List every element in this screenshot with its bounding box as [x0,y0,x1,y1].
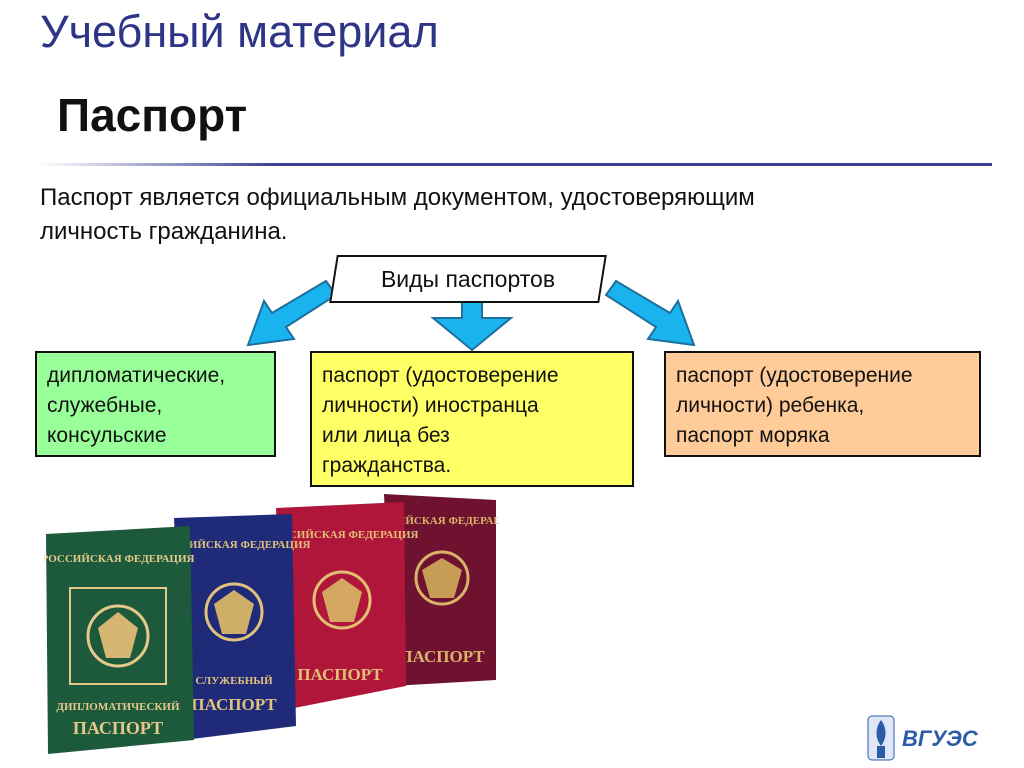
passport-label: ПАСПОРТ [73,718,163,738]
passport-green: РОССИЙСКАЯ ФЕДЕРАЦИЯ ДИПЛОМАТИЧЕСКИЙ ПАС… [44,526,195,754]
category-line: личности) ребенка, [676,394,865,417]
passport-red: РОССИЙСКАЯ ФЕДЕРАЦИЯ ПАСПОРТ [266,502,419,710]
category-diplomatic: дипломатические, служебные, консульские [35,351,276,457]
slide-title: Паспорт [57,89,248,141]
category-line: дипломатические, [47,364,226,387]
intro-line: Паспорт является официальным документом,… [40,184,755,211]
category-child-seaman: паспорт (удостоверение личности) ребенка… [664,351,981,457]
svg-text:ВГУЭС: ВГУЭС [902,726,979,751]
header-title: Учебный материал [40,6,439,57]
passports-image: РОССИЙСКАЯ ФЕДЕРАЦИЯ ПАСПОРТ РОССИЙСКАЯ … [44,494,499,754]
category-line: паспорт моряка [676,424,830,447]
passport-kind: СЛУЖЕБНЫЙ [195,675,273,687]
arrow-right-icon [604,279,696,347]
passport-kind: ДИПЛОМАТИЧЕСКИЙ [56,701,180,713]
category-foreigner: паспорт (удостоверение личности) иностра… [310,351,634,487]
category-line: консульские [47,424,167,447]
category-line: или лица без [322,424,450,447]
intro-text: Паспорт является официальным документом,… [40,181,940,249]
category-line: паспорт (удостоверение [322,364,559,387]
passport-country: РОССИЙСКАЯ ФЕДЕРАЦИЯ [266,529,419,541]
arrow-left-icon [246,279,338,347]
types-label: Виды паспортов [380,266,556,292]
vgues-logo: ВГУЭС [867,715,979,761]
category-line: гражданства. [322,454,452,477]
arrow-down-icon [430,301,514,352]
title-divider [40,163,992,166]
category-line: личности) иностранца [322,394,539,417]
passport-blue: РОССИЙСКАЯ ФЕДЕРАЦИЯ СЛУЖЕБНЫЙ ПАСПОРТ [158,514,311,740]
passport-country: РОССИЙСКАЯ ФЕДЕРАЦИЯ [158,539,311,551]
passport-label: ПАСПОРТ [297,665,383,684]
category-line: служебные, [47,394,163,417]
intro-line: личность гражданина. [40,218,288,245]
passport-label: ПАСПОРТ [191,695,277,714]
category-line: паспорт (удостоверение [676,364,913,387]
passport-label: ПАСПОРТ [399,647,485,666]
passport-country: РОССИЙСКАЯ ФЕДЕРАЦИЯ [44,553,195,565]
